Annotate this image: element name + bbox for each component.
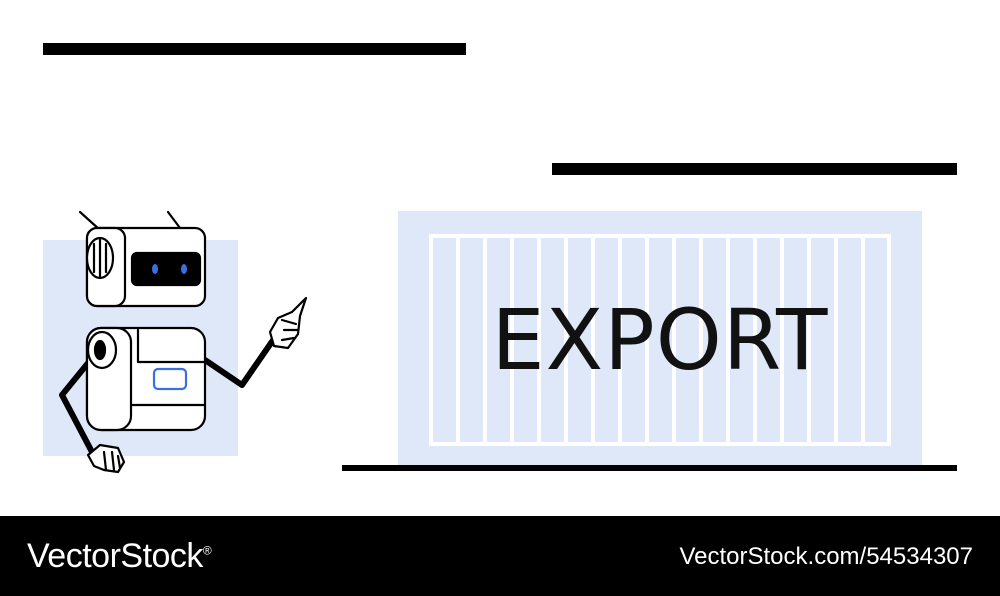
robot-chest-light <box>152 367 188 391</box>
decorative-bar-top-left <box>43 43 466 55</box>
watermark-footer: VectorStock® VectorStock.com/54534307 <box>0 516 1000 596</box>
decorative-bar-top-right <box>552 163 957 175</box>
robot-eye-right <box>181 264 187 274</box>
ground-line <box>342 465 957 471</box>
robot-hand-lower <box>86 443 126 474</box>
shipping-container: EXPORT <box>398 211 922 465</box>
robot-arm-right <box>202 327 283 388</box>
robot-icon <box>59 210 308 474</box>
robot-visor <box>130 251 202 287</box>
robot-eye-left <box>152 264 158 274</box>
antenna-right <box>166 210 182 230</box>
shipping-container-icon <box>398 211 922 465</box>
brand-logo: VectorStock® <box>27 537 212 576</box>
registered-mark: ® <box>202 543 212 558</box>
robot-hand-pointing <box>268 296 308 350</box>
brand-name: VectorStock <box>27 537 203 575</box>
image-id-link[interactable]: VectorStock.com/54534307 <box>679 543 973 570</box>
robot-arm-left <box>59 349 100 455</box>
export-label: EXPORT <box>491 291 829 389</box>
